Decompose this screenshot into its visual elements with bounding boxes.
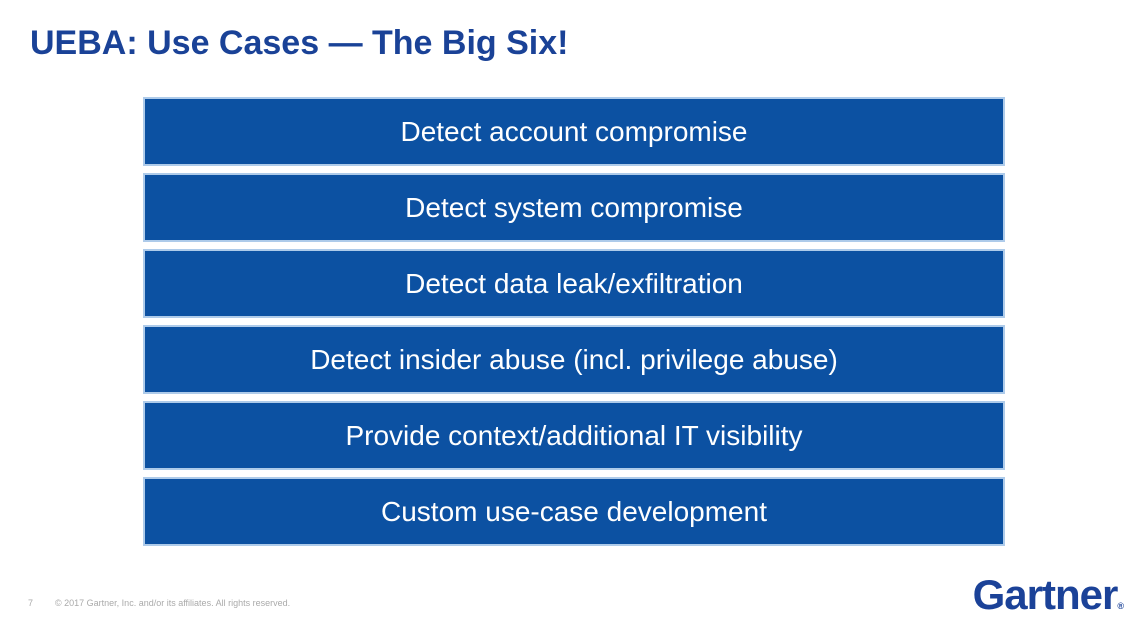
slide-footer: 7 © 2017 Gartner, Inc. and/or its affili…	[28, 598, 290, 608]
use-case-bar: Detect account compromise	[143, 97, 1005, 166]
use-case-bar: Detect insider abuse (incl. privilege ab…	[143, 325, 1005, 394]
slide-title: UEBA: Use Cases — The Big Six!	[30, 24, 569, 62]
use-case-list: Detect account compromise Detect system …	[143, 97, 1005, 553]
use-case-bar: Custom use-case development	[143, 477, 1005, 546]
use-case-bar: Detect data leak/exfiltration	[143, 249, 1005, 318]
use-case-bar: Detect system compromise	[143, 173, 1005, 242]
page-number: 7	[28, 598, 34, 608]
copyright-text: © 2017 Gartner, Inc. and/or its affiliat…	[55, 598, 291, 608]
gartner-logo: Gartner®	[973, 574, 1124, 616]
registered-trademark-icon: ®	[1117, 601, 1124, 611]
use-case-bar: Provide context/additional IT visibility	[143, 401, 1005, 470]
gartner-logo-text: Gartner	[972, 571, 1119, 618]
